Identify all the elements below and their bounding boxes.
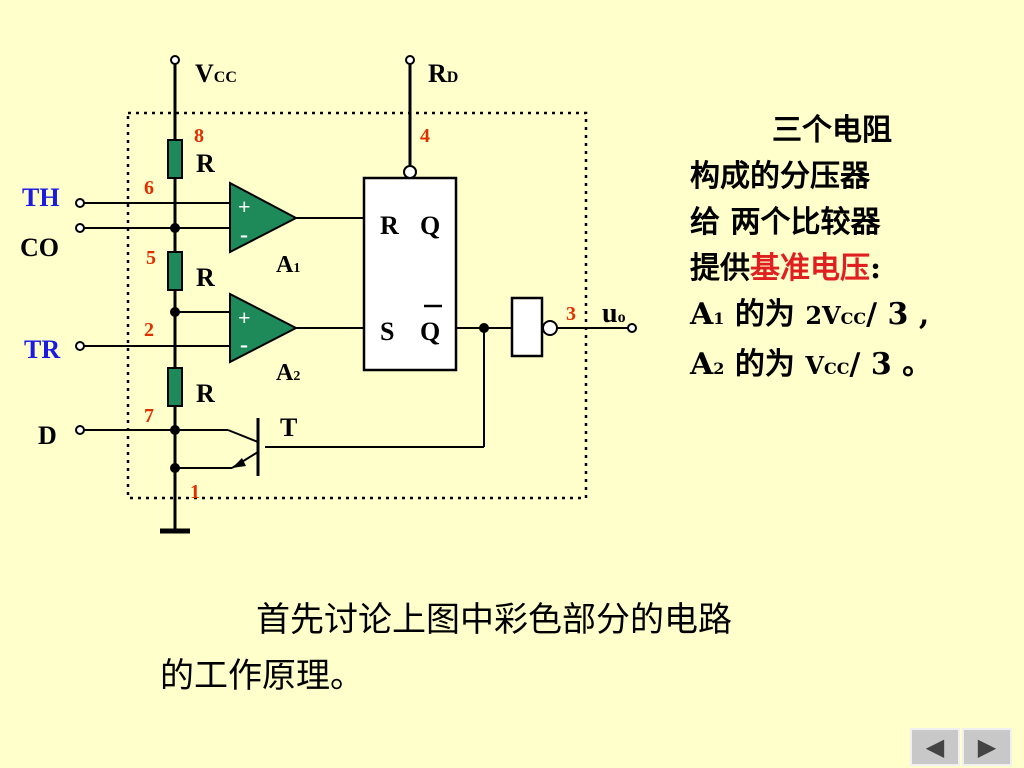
- svg-text:+: +: [238, 305, 251, 330]
- tr-label: TR: [24, 335, 60, 364]
- pin-4: 4: [420, 125, 430, 147]
- comparator-a1: + -: [229, 181, 364, 254]
- resistor-1-label: R: [196, 149, 215, 178]
- prev-button[interactable]: ◀: [910, 728, 960, 766]
- side-line-6: A2 的为 VCC/ 3 。: [690, 347, 933, 382]
- d-label: D: [38, 421, 57, 450]
- side-line-2: 构成的分压器: [690, 159, 870, 194]
- pin-6: 6: [144, 177, 154, 199]
- a2-label: A2: [276, 360, 300, 386]
- side-line-3: 给 两个比较器: [690, 205, 881, 240]
- th-label: TH: [22, 183, 60, 212]
- svg-text:+: +: [238, 194, 251, 219]
- next-button[interactable]: ▶: [962, 728, 1012, 766]
- resistor-3-label: R: [196, 379, 215, 408]
- a1-label: A1: [276, 252, 300, 278]
- resistor-2: [167, 251, 183, 291]
- comparator-a2: + -: [229, 292, 364, 364]
- pin-7: 7: [144, 405, 154, 427]
- pin-1: 1: [190, 481, 200, 503]
- t-label: T: [280, 413, 297, 442]
- prev-arrow-icon: ◀: [925, 733, 945, 761]
- bottom-line-2: 的工作原理。: [160, 656, 364, 696]
- vcc-label: VCC: [195, 59, 237, 88]
- transistor-t: [175, 418, 260, 476]
- bottom-line-1: 首先讨论上图中彩色部分的电路: [256, 600, 732, 640]
- side-line-4: 提供基准电压:: [690, 251, 882, 286]
- svg-text:-: -: [240, 222, 248, 248]
- rs-flip-flop: R Q S Q: [362, 176, 458, 372]
- vcc-terminal: [170, 55, 180, 530]
- uo-label: uo: [602, 298, 626, 329]
- svg-text:Q: Q: [420, 211, 440, 240]
- resistor-3: [167, 367, 183, 407]
- side-explanation: 三个电阻 构成的分压器 给 两个比较器 提供基准电压: A1 的为 2VCC/ …: [690, 108, 1010, 392]
- side-line-1: 三个电阻: [772, 113, 892, 148]
- svg-text:-: -: [240, 332, 248, 358]
- side-line-5: A1 的为 2VCC/ 3 ,: [690, 297, 930, 332]
- bottom-text: 首先讨论上图中彩色部分的电路 的工作原理。: [160, 592, 920, 704]
- co-label: CO: [20, 233, 59, 262]
- next-arrow-icon: ▶: [977, 733, 997, 761]
- pin-8: 8: [194, 125, 204, 147]
- svg-text:S: S: [380, 317, 394, 346]
- pin-2: 2: [144, 319, 154, 341]
- pin-5: 5: [146, 247, 156, 269]
- svg-text:R: R: [380, 211, 399, 240]
- resistor-2-label: R: [196, 263, 215, 292]
- svg-text:Q: Q: [420, 317, 440, 346]
- output-buffer: [510, 296, 637, 358]
- rd-label: RD: [428, 59, 458, 88]
- resistor-1: [167, 139, 183, 179]
- pin-3: 3: [566, 303, 576, 325]
- chip-boundary: [126, 111, 588, 500]
